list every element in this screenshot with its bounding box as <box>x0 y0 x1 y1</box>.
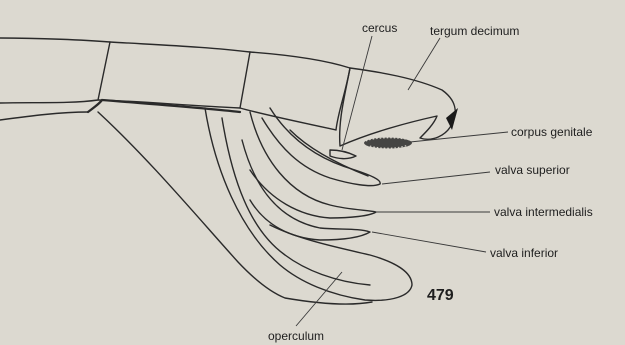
leader-lines <box>296 36 508 326</box>
operculum <box>205 108 412 300</box>
label-valva-intermedialis: valva intermedialis <box>494 205 593 219</box>
ventral-outline <box>98 112 372 304</box>
abdominal-segments <box>0 38 350 130</box>
tergum-decimum-tip <box>446 108 458 130</box>
label-operculum: operculum <box>268 329 324 343</box>
ovipositor <box>98 108 412 304</box>
leader-valva-inferior <box>372 232 486 252</box>
label-corpus-genitale: corpus genitale <box>511 125 593 139</box>
label-cercus: cercus <box>362 21 397 35</box>
label-valva-superior: valva superior <box>495 163 570 177</box>
segment-middle <box>98 42 250 108</box>
cercus <box>330 150 356 159</box>
label-valva-inferior: valva inferior <box>490 246 558 260</box>
leader-cercus <box>342 36 372 150</box>
abdomen-lower-outline <box>0 112 88 120</box>
figure-number: 479 <box>427 287 454 304</box>
leader-tergum-decimum <box>408 38 440 90</box>
valva-superior-inner <box>290 130 368 176</box>
segment-ninth <box>240 52 350 130</box>
segment-basal <box>0 38 110 103</box>
valva-inferior <box>242 140 370 240</box>
label-tergum-decimum: tergum decimum <box>430 24 519 38</box>
tergum-decimum <box>340 68 456 146</box>
sternite-edge <box>88 100 240 112</box>
leader-valva-superior <box>382 172 490 184</box>
